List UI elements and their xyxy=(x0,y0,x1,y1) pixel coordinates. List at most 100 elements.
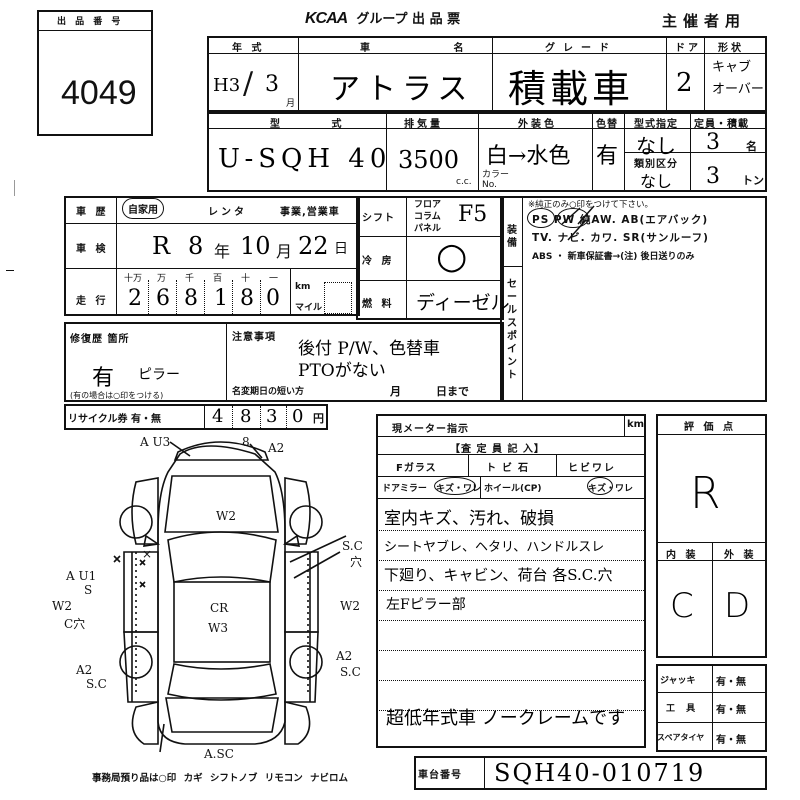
diagram-mark-w2-hood: W2 xyxy=(216,509,236,523)
fuel-value: ディーゼル xyxy=(416,292,510,314)
recycle-label: リサイクル券 有・無 xyxy=(68,414,161,425)
equipment-line2: TV. ナビ. カワ. SR(サンルーフ) xyxy=(532,232,709,244)
mileage-digit-label-1: 万 xyxy=(157,274,167,284)
mileage-digit-label-5: 一 xyxy=(269,274,279,284)
color-change-value: 有 xyxy=(596,144,619,169)
evaluation-box xyxy=(656,414,767,658)
accessories-box xyxy=(656,664,767,752)
equipment-scribble xyxy=(561,205,595,241)
jack-label: ジャッキ xyxy=(660,676,696,686)
year-value: H3 xyxy=(213,75,241,96)
mileage-digit-label-0: 十万 xyxy=(124,274,143,284)
mileage-digit-1: 6 xyxy=(156,286,170,311)
diagram-mark-w3: W3 xyxy=(208,621,228,635)
diagram-mark-au1: A U1 xyxy=(65,569,96,583)
repair-notes-table xyxy=(64,322,504,402)
history-option-rental[interactable]: レンタ xyxy=(208,207,247,218)
mileage-digit-label-4: 十 xyxy=(241,274,251,284)
organizer-label: 主催者用 xyxy=(662,12,747,30)
month-value: 3 xyxy=(265,72,279,97)
deadline-label: 名変期日の短い方 xyxy=(232,387,305,397)
history-label: 車 歴 xyxy=(76,207,109,218)
capacity-value: 3 xyxy=(706,130,720,155)
diagram-mark-cr: CR xyxy=(210,601,229,615)
inspection-label: 車 検 xyxy=(76,244,109,255)
model-label: 車 名 xyxy=(360,43,504,54)
equipment-table xyxy=(500,196,767,402)
history-option-business[interactable]: 事業,営業車 xyxy=(280,207,340,218)
equipment-label: 装 備 xyxy=(507,225,517,249)
type-designation-label: 型式指定 xyxy=(634,119,678,130)
meter-label: 現メーター指示 xyxy=(392,424,469,435)
doors-value: 2 xyxy=(676,68,693,98)
entry-line-1: 室内キズ、汚れ、破損 xyxy=(384,509,555,529)
diagram-mark-w2-right: W2 xyxy=(340,599,360,613)
mileage-digit-5: 0 xyxy=(266,286,280,311)
sales-point-label: セ ー ル ス ポ イ ン ト xyxy=(507,279,517,381)
class-label: 類別区分 xyxy=(634,159,678,170)
displacement-label: 排気量 xyxy=(404,119,443,130)
form-title: KCAA グループ 出 品 票 xyxy=(305,8,460,28)
entry-line-2: シートヤブレ、ヘタリ、ハンドルスレ xyxy=(384,540,605,555)
month-unit: 月 xyxy=(286,99,296,109)
recycle-digit-0: 4 xyxy=(212,406,224,427)
deadline-day: 日まで xyxy=(436,385,469,398)
left-front-wheel xyxy=(119,505,153,539)
inspector-entry-label: 【査 定 員 記 入】 xyxy=(450,444,545,455)
shift-label: シフト xyxy=(362,213,395,224)
chassis-value: SQH40-010719 xyxy=(494,759,706,787)
shift-value: F5 xyxy=(458,202,488,227)
mileage-digit-label-2: 千 xyxy=(185,274,195,284)
vehicle-info-table xyxy=(64,196,360,316)
mileage-unit-km: km xyxy=(295,282,311,292)
ac-value: ○ xyxy=(436,236,468,277)
windshield xyxy=(167,531,277,583)
entry-line-4: 左Fピラー部 xyxy=(386,597,466,613)
shift-ac-fuel-table xyxy=(356,196,504,320)
grade-label: グレード xyxy=(545,43,617,54)
notes-line2: PTOがない xyxy=(298,361,386,381)
entry-line-7: 超低年式車 ノークレームです xyxy=(386,708,626,729)
right-rear-fender xyxy=(284,700,311,745)
history-option-private[interactable]: 自家用 xyxy=(122,198,164,219)
recycle-unit: 円 xyxy=(313,412,324,425)
interior-grade: C xyxy=(670,586,694,626)
type-designation-value: なし xyxy=(636,134,676,158)
mileage-label: 走 行 xyxy=(76,296,109,307)
spare-tire-value: 有・無 xyxy=(716,735,746,746)
notes-line1: 後付 P/W、色替車 xyxy=(298,339,441,359)
inspection-year: 8 xyxy=(188,232,204,260)
door-mirror-label: ドアミラー xyxy=(382,484,427,494)
mileage-unit-mile: マイル xyxy=(295,303,323,313)
diagram-mark-c-ana: C穴 xyxy=(64,616,85,631)
chip-label: トビ石 xyxy=(486,463,534,474)
mileage-digit-2: 8 xyxy=(184,286,198,311)
left-mirror xyxy=(142,534,161,547)
fuel-label: 燃 料 xyxy=(362,299,395,310)
inspection-era: R xyxy=(152,232,171,260)
type-value: U-SQH 40 xyxy=(218,144,392,174)
ac-label: 冷 房 xyxy=(362,256,395,267)
inspection-month: 10 xyxy=(240,232,271,260)
interior-label: 内 装 xyxy=(666,550,699,561)
load-value: 3 xyxy=(706,164,720,189)
edge-mark-2 xyxy=(14,180,15,196)
inspection-day: 22 xyxy=(298,232,329,260)
model-value: アトラス xyxy=(330,72,474,107)
right-front-door xyxy=(284,551,319,633)
inspection-month-unit: 月 xyxy=(276,242,293,261)
diagram-mark-sc-right: S.C xyxy=(342,539,363,553)
shift-option-panel: パネル xyxy=(414,224,442,234)
exterior-value: 白→水色 xyxy=(486,144,571,169)
diagram-mark-a2-left: A2 xyxy=(75,663,92,677)
mileage-digit-label-3: 百 xyxy=(213,274,223,284)
right-front-wheel xyxy=(289,505,323,539)
repair-detail: ピラー xyxy=(138,367,180,383)
meter-unit: km xyxy=(627,419,645,430)
mileage-digit-0: 2 xyxy=(128,286,142,311)
diagram-mark-sc-right2: S.C xyxy=(340,665,361,679)
chassis-label: 車台番号 xyxy=(418,770,462,781)
right-rear-wheel xyxy=(289,645,323,679)
recycle-digit-1: 8 xyxy=(240,406,252,427)
rear-window xyxy=(167,663,277,701)
